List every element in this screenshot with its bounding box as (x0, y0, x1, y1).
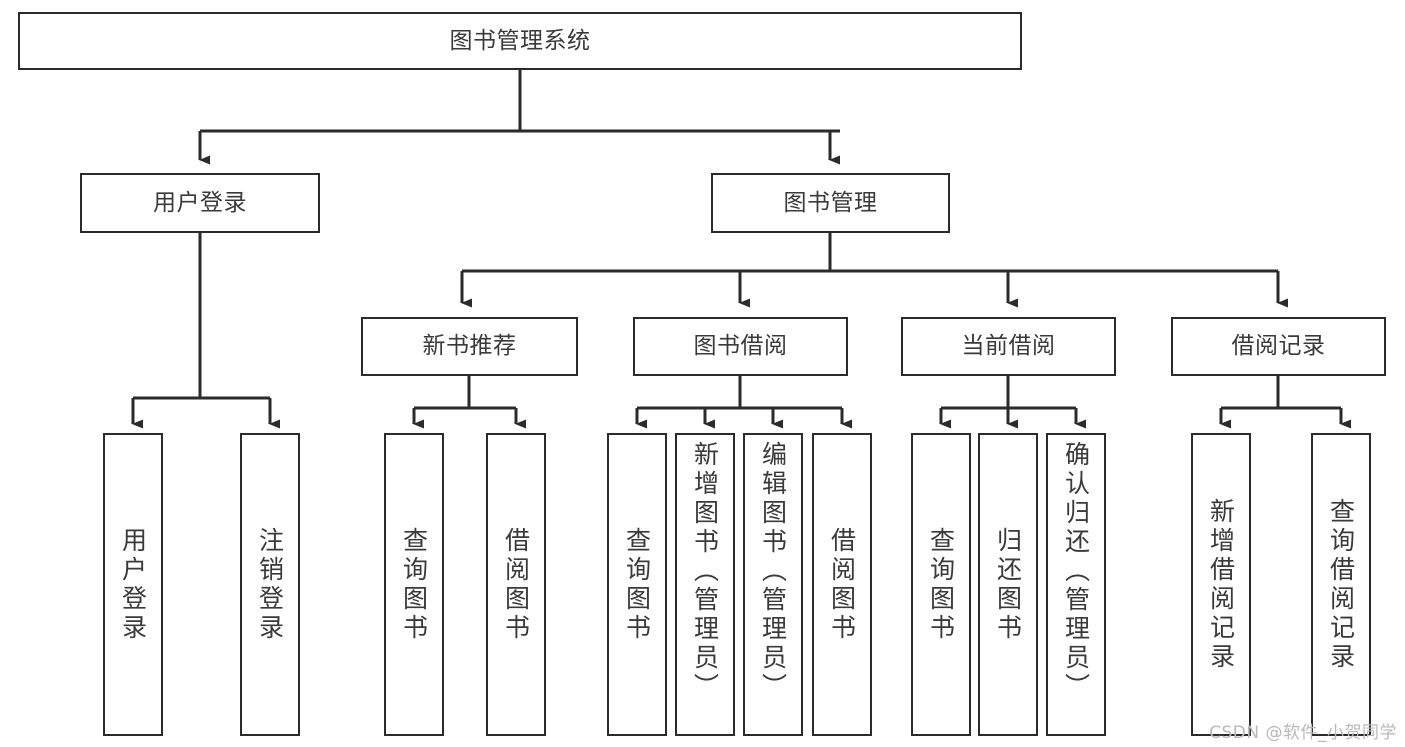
node-user-login[interactable]: 用户登录 (80, 173, 320, 233)
node-borrow-records[interactable]: 借阅记录 (1171, 317, 1386, 376)
node-book-management[interactable]: 图书管理 (711, 173, 950, 233)
node-label: 图书借阅 (693, 333, 788, 359)
node-current-borrowing[interactable]: 当前借阅 (901, 317, 1116, 376)
node-label: 查询图书 (622, 526, 652, 643)
node-label: 查询图书 (399, 526, 429, 643)
node-label: 当前借阅 (961, 333, 1056, 359)
node-label: 新增图书（管理员） (690, 441, 720, 702)
node-label: 图书管理 (783, 189, 878, 216)
node-label: 新书推荐 (422, 333, 517, 359)
leaf-logout[interactable]: 注销登录 (240, 433, 300, 736)
node-new-book-recommendation[interactable]: 新书推荐 (361, 317, 578, 376)
node-label: 注销登录 (255, 526, 285, 643)
leaf-borrow-books-new[interactable]: 借阅图书 (486, 433, 546, 736)
leaf-borrow-books[interactable]: 借阅图书 (812, 433, 872, 736)
leaf-user-login-action[interactable]: 用户登录 (103, 433, 163, 736)
node-label: 归还图书 (993, 526, 1023, 643)
leaf-query-books-current[interactable]: 查询图书 (911, 433, 971, 736)
leaf-add-book-admin[interactable]: 新增图书（管理员） (675, 433, 735, 736)
node-label: 用户登录 (153, 189, 247, 216)
csdn-watermark: CSDN @软件_小贺同学 (1209, 723, 1397, 743)
node-label: 查询图书 (926, 526, 956, 643)
node-label: 借阅图书 (501, 526, 531, 643)
node-label: 用户登录 (118, 526, 148, 643)
node-label: 图书管理系统 (449, 27, 591, 54)
node-label: 编辑图书（管理员） (758, 441, 788, 702)
leaf-add-borrow-record[interactable]: 新增借阅记录 (1191, 433, 1251, 736)
node-label: 查询借阅记录 (1326, 497, 1356, 672)
node-book-borrowing[interactable]: 图书借阅 (633, 317, 848, 376)
leaf-edit-book-admin[interactable]: 编辑图书（管理员） (743, 433, 803, 736)
node-label: 新增借阅记录 (1206, 497, 1236, 672)
node-root-book-management-system[interactable]: 图书管理系统 (18, 12, 1022, 70)
leaf-query-borrow-record[interactable]: 查询借阅记录 (1311, 433, 1371, 736)
leaf-query-books-new[interactable]: 查询图书 (384, 433, 444, 736)
node-label: 借阅图书 (827, 526, 857, 643)
node-label: 借阅记录 (1231, 333, 1326, 359)
leaf-query-books-borrow[interactable]: 查询图书 (607, 433, 667, 736)
leaf-return-books[interactable]: 归还图书 (978, 433, 1038, 736)
node-label: 确认归还（管理员） (1061, 441, 1091, 702)
leaf-confirm-return-admin[interactable]: 确认归还（管理员） (1046, 433, 1106, 736)
